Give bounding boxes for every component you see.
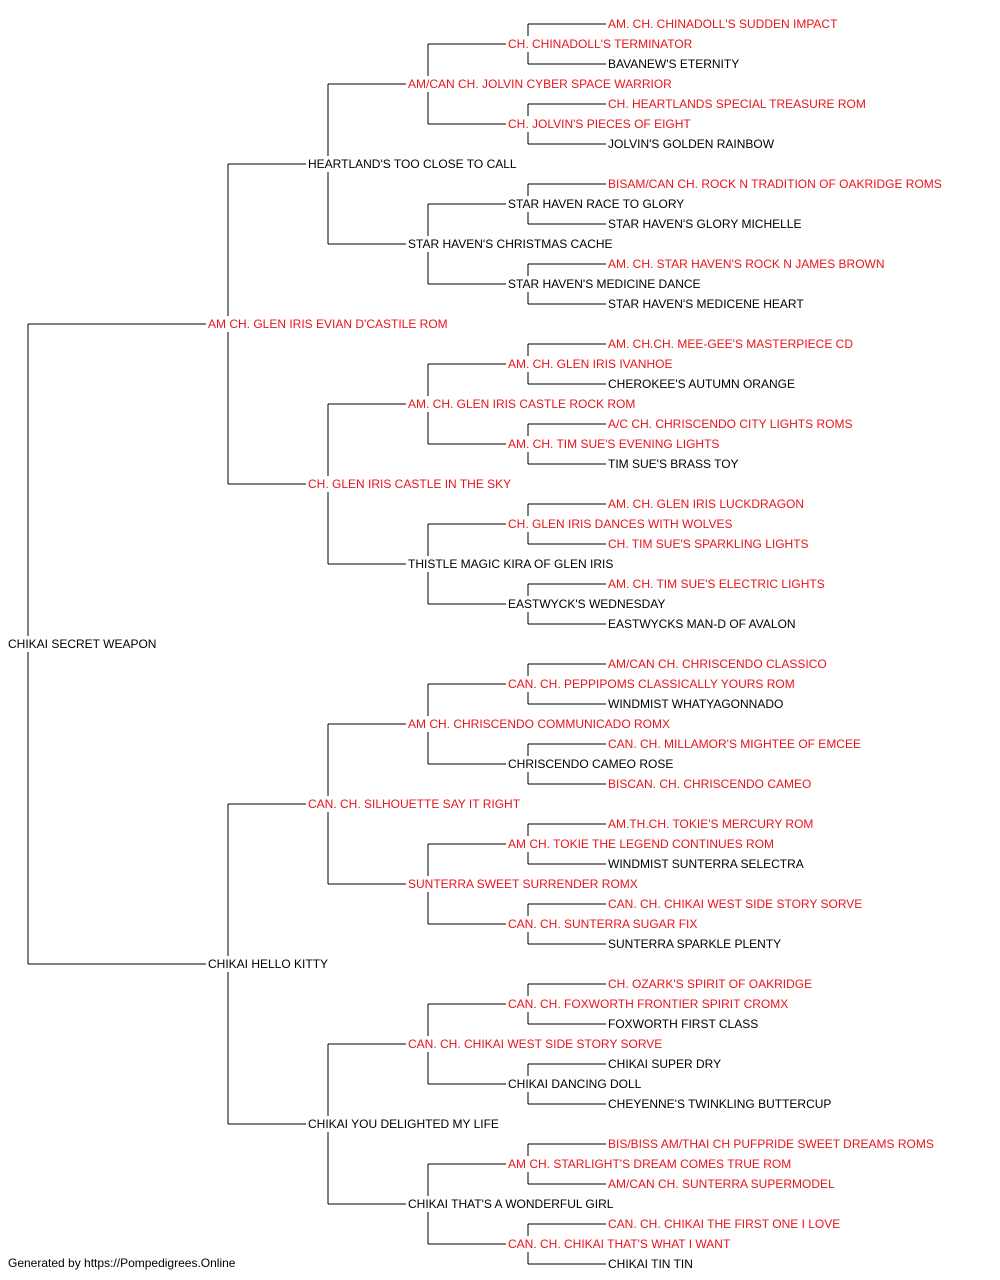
ancestor-name: AM. CH. CHINADOLL'S SUDDEN IMPACT (608, 17, 838, 31)
pedigree-connector-lines (27, 23, 606, 1265)
ancestor-name: A/C CH. CHRISCENDO CITY LIGHTS ROMS (608, 417, 852, 431)
ancestor-name: AM.TH.CH. TOKIE'S MERCURY ROM (608, 817, 813, 831)
ancestor-name: STAR HAVEN'S MEDICINE DANCE (508, 277, 701, 291)
ancestor-name: AM. CH. GLEN IRIS IVANHOE (508, 357, 672, 371)
ancestor-name: CHIKAI THAT'S A WONDERFUL GIRL (408, 1197, 614, 1211)
ancestor-name: SUNTERRA SWEET SURRENDER ROMX (408, 877, 638, 891)
ancestor-name: CHIKAI YOU DELIGHTED MY LIFE (308, 1117, 499, 1131)
ancestor-name: CAN. CH. CHIKAI THE FIRST ONE I LOVE (608, 1217, 840, 1231)
ancestor-name: AM/CAN CH. SUNTERRA SUPERMODEL (608, 1177, 835, 1191)
ancestor-name: CH. GLEN IRIS CASTLE IN THE SKY (308, 477, 511, 491)
ancestor-name: WINDMIST SUNTERRA SELECTRA (608, 857, 804, 871)
ancestor-name: AM. CH.CH. MEE-GEE'S MASTERPIECE CD (608, 337, 853, 351)
ancestor-name: TIM SUE'S BRASS TOY (608, 457, 739, 471)
ancestor-name: CH. OZARK'S SPIRIT OF OAKRIDGE (608, 977, 812, 991)
ancestor-name: CHRISCENDO CAMEO ROSE (508, 757, 673, 771)
ancestor-name: CHEROKEE'S AUTUMN ORANGE (608, 377, 795, 391)
ancestor-name: CHEYENNE'S TWINKLING BUTTERCUP (608, 1097, 831, 1111)
ancestor-name: AM. CH. TIM SUE'S EVENING LIGHTS (508, 437, 719, 451)
ancestor-name: AM. CH. TIM SUE'S ELECTRIC LIGHTS (608, 577, 825, 591)
ancestor-name: BISCAN. CH. CHRISCENDO CAMEO (608, 777, 811, 791)
ancestor-name: BISAM/CAN CH. ROCK N TRADITION OF OAKRID… (608, 177, 942, 191)
ancestor-name: CAN. CH. PEPPIPOMS CLASSICALLY YOURS ROM (508, 677, 795, 691)
ancestor-name: BIS/BISS AM/THAI CH PUFPRIDE SWEET DREAM… (608, 1137, 934, 1151)
ancestor-name: AM CH. TOKIE THE LEGEND CONTINUES ROM (508, 837, 774, 851)
ancestor-name: CHIKAI HELLO KITTY (208, 957, 328, 971)
ancestor-name: CHIKAI SUPER DRY (608, 1057, 721, 1071)
ancestor-name: HEARTLAND'S TOO CLOSE TO CALL (308, 157, 517, 171)
ancestor-name: AM. CH. STAR HAVEN'S ROCK N JAMES BROWN (608, 257, 885, 271)
ancestor-name: CAN. CH. SUNTERRA SUGAR FIX (508, 917, 697, 931)
footer-generated-by: Generated by https://Pompedigrees.Online (8, 1256, 236, 1270)
ancestor-name: CHIKAI DANCING DOLL (508, 1077, 642, 1091)
ancestor-name: STAR HAVEN'S MEDICENE HEART (608, 297, 804, 311)
ancestor-name: CAN. CH. CHIKAI THAT'S WHAT I WANT (508, 1237, 731, 1251)
ancestor-name: CH. TIM SUE'S SPARKLING LIGHTS (608, 537, 809, 551)
ancestor-name: AM CH. GLEN IRIS EVIAN D'CASTILE ROM (208, 317, 448, 331)
ancestor-name: CH. GLEN IRIS DANCES WITH WOLVES (508, 517, 732, 531)
ancestor-name: WINDMIST WHATYAGONNADO (608, 697, 783, 711)
ancestor-name: AM. CH. GLEN IRIS LUCKDRAGON (608, 497, 804, 511)
ancestor-name: JOLVIN'S GOLDEN RAINBOW (608, 137, 775, 151)
ancestor-name: STAR HAVEN'S GLORY MICHELLE (608, 217, 801, 231)
ancestor-name: EASTWYCK'S WEDNESDAY (508, 597, 665, 611)
ancestor-name: EASTWYCKS MAN-D OF AVALON (608, 617, 796, 631)
ancestor-name: CH. HEARTLANDS SPECIAL TREASURE ROM (608, 97, 866, 111)
ancestor-name: CHIKAI TIN TIN (608, 1257, 693, 1271)
ancestor-name: AM/CAN CH. JOLVIN CYBER SPACE WARRIOR (408, 77, 672, 91)
ancestor-name: CAN. CH. CHIKAI WEST SIDE STORY SORVE (608, 897, 862, 911)
ancestor-name: FOXWORTH FIRST CLASS (608, 1017, 758, 1031)
ancestor-name: CAN. CH. SILHOUETTE SAY IT RIGHT (308, 797, 521, 811)
ancestor-name: AM. CH. GLEN IRIS CASTLE ROCK ROM (408, 397, 635, 411)
ancestor-name: STAR HAVEN'S CHRISTMAS CACHE (408, 237, 613, 251)
ancestor-name: CH. JOLVIN'S PIECES OF EIGHT (508, 117, 691, 131)
ancestor-name: CAN. CH. MILLAMOR'S MIGHTEE OF EMCEE (608, 737, 861, 751)
ancestor-name: BAVANEW'S ETERNITY (608, 57, 739, 71)
ancestor-name: AM CH. CHRISCENDO COMMUNICADO ROMX (408, 717, 670, 731)
subject-dog-name: CHIKAI SECRET WEAPON (8, 637, 156, 651)
ancestor-name: THISTLE MAGIC KIRA OF GLEN IRIS (408, 557, 613, 571)
pedigree-name-labels: CHIKAI SECRET WEAPON AM CH. GLEN IRIS EVI… (8, 17, 942, 1271)
ancestor-name: AM/CAN CH. CHRISCENDO CLASSICO (608, 657, 827, 671)
ancestor-name: AM CH. STARLIGHT'S DREAM COMES TRUE ROM (508, 1157, 791, 1171)
ancestor-name: CAN. CH. FOXWORTH FRONTIER SPIRIT CROMX (508, 997, 788, 1011)
ancestor-name: STAR HAVEN RACE TO GLORY (508, 197, 684, 211)
ancestor-name: CAN. CH. CHIKAI WEST SIDE STORY SORVE (408, 1037, 662, 1051)
ancestor-name: SUNTERRA SPARKLE PLENTY (608, 937, 781, 951)
ancestor-name: CH. CHINADOLL'S TERMINATOR (508, 37, 693, 51)
